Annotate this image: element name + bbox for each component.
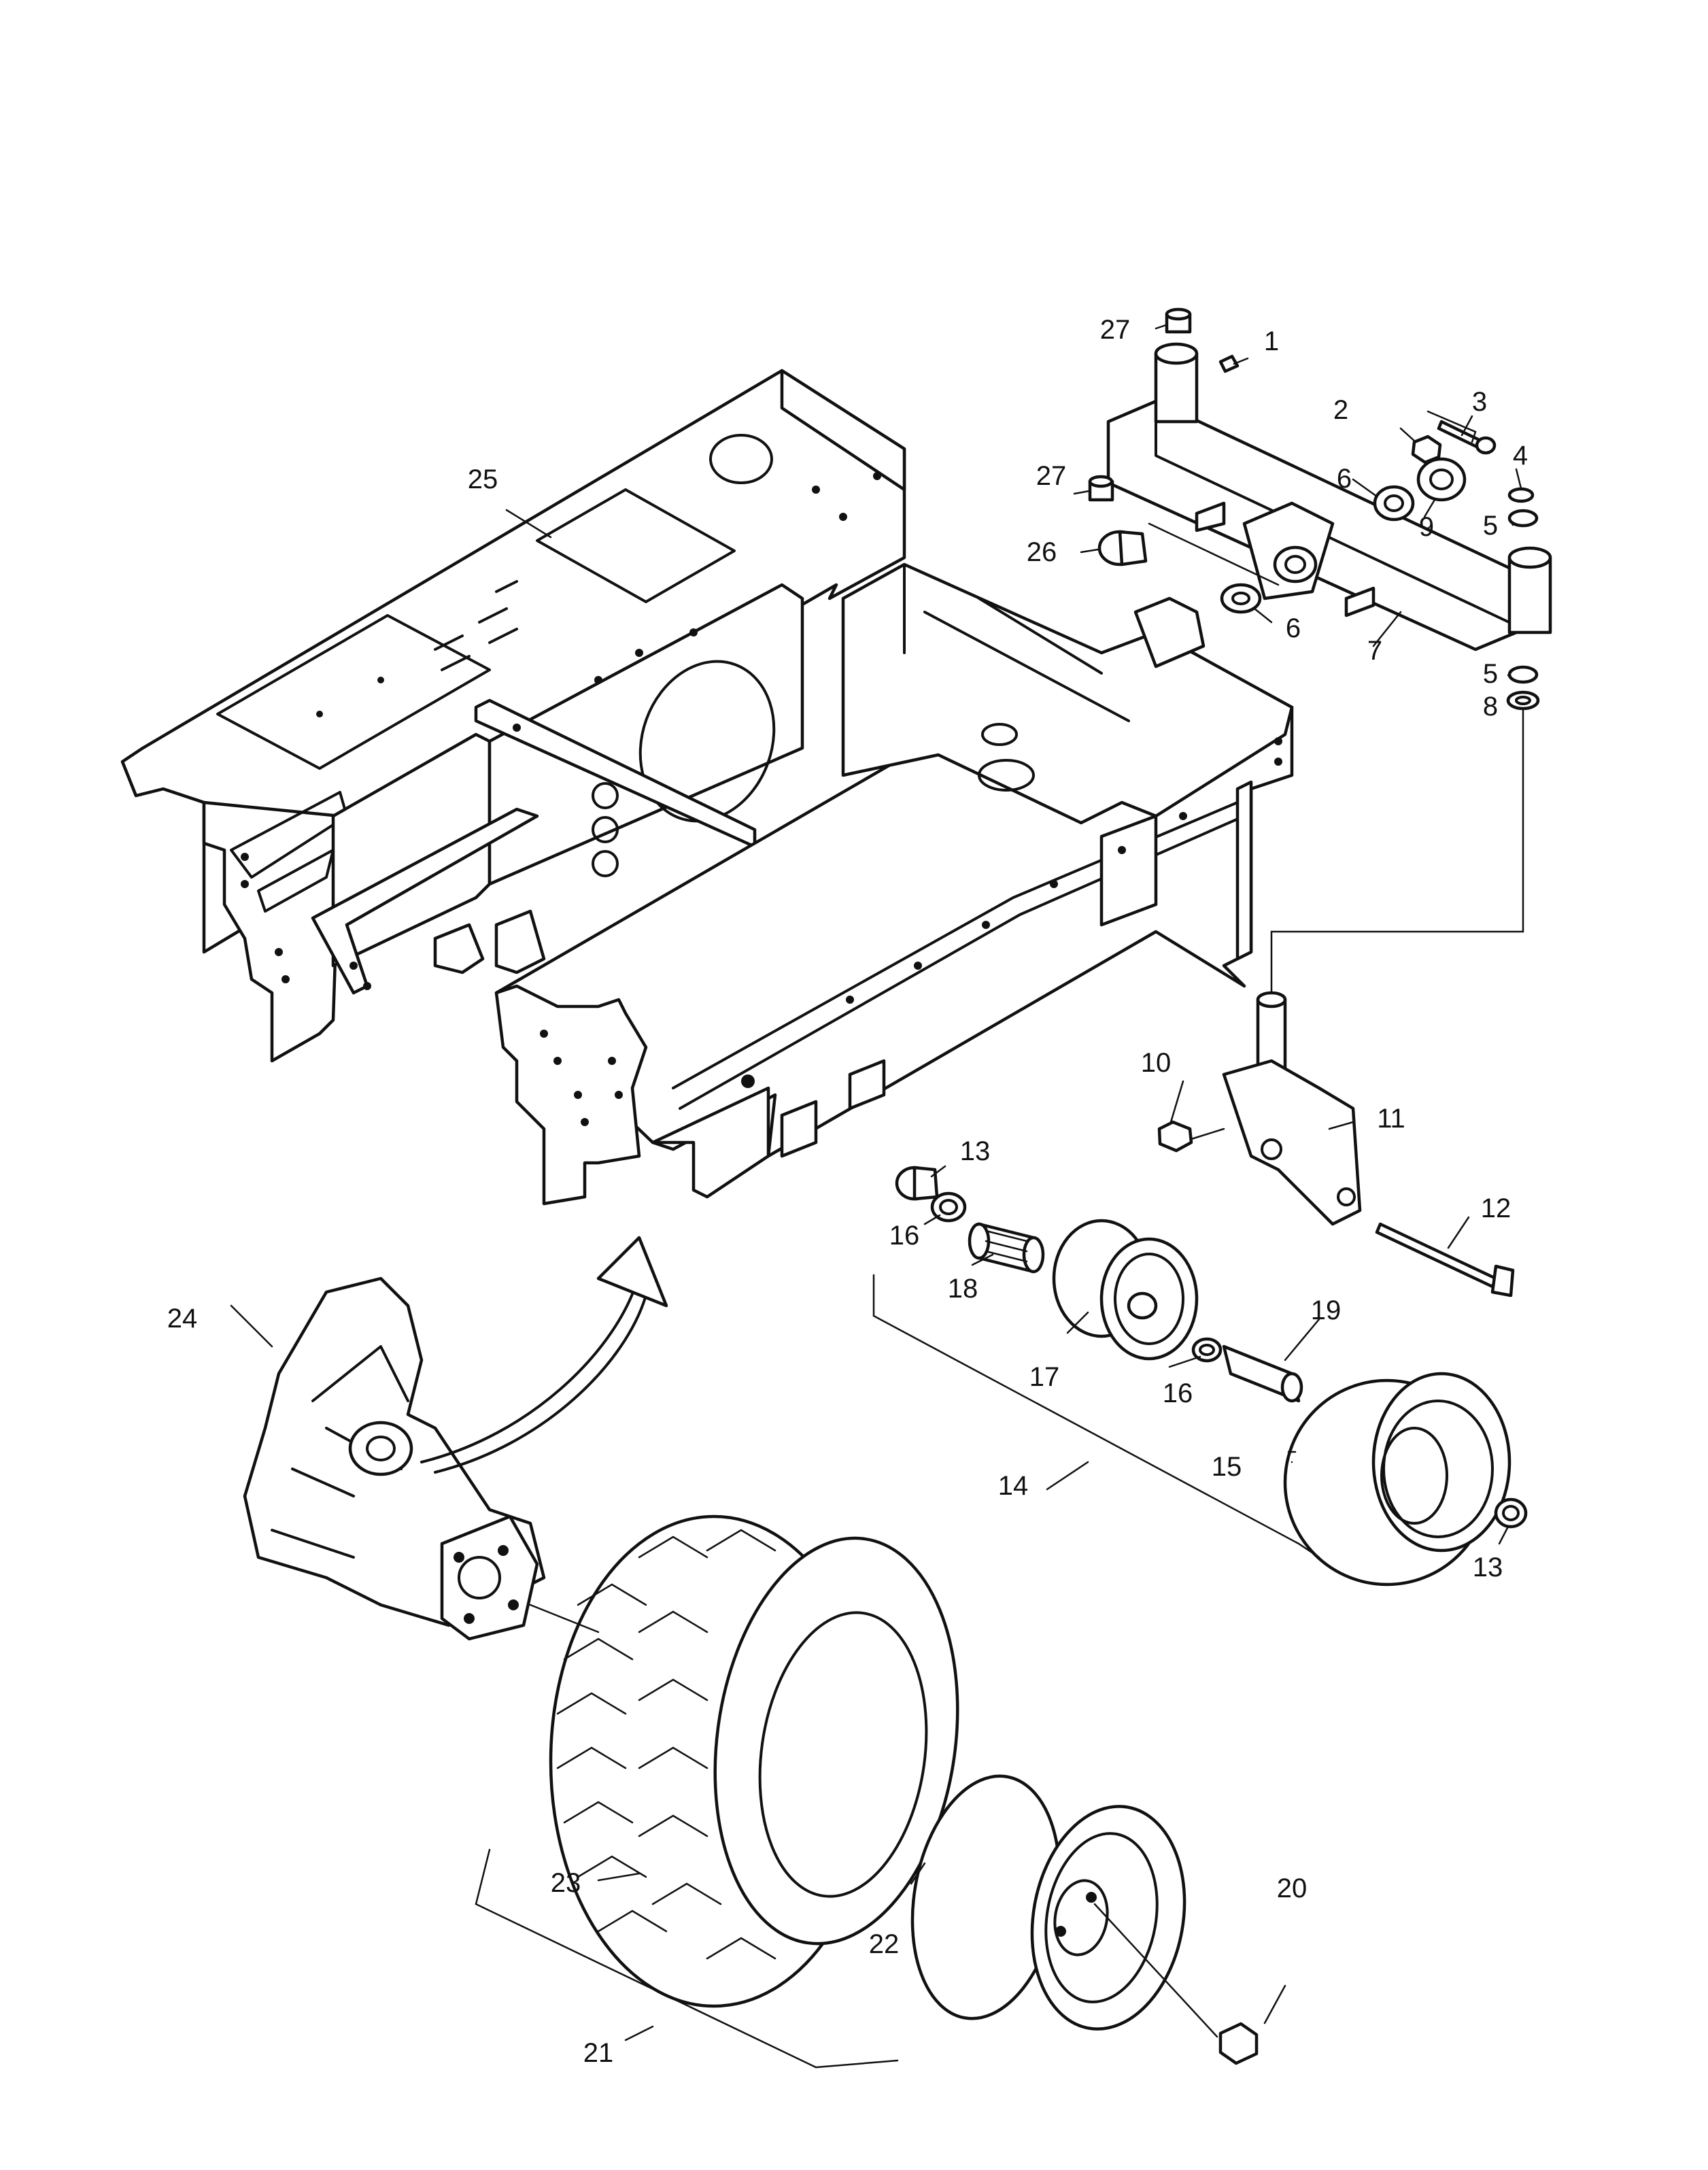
callout-20: 20 <box>1277 1874 1308 1903</box>
callout-15: 15 <box>1212 1452 1242 1482</box>
callout-6-top: 6 <box>1337 464 1352 494</box>
callout-17: 17 <box>1029 1362 1060 1392</box>
callout-27-mid: 27 <box>1036 461 1067 491</box>
callout-2: 2 <box>1333 395 1348 425</box>
callout-12: 12 <box>1481 1193 1511 1223</box>
callout-10: 10 <box>1141 1048 1172 1078</box>
callout-7: 7 <box>1367 636 1382 666</box>
transaxle <box>243 1276 546 1641</box>
callout-27-top: 27 <box>1100 315 1131 345</box>
callout-3: 3 <box>1472 387 1487 417</box>
main-frame <box>120 369 1294 1206</box>
callout-22: 22 <box>869 1929 900 1959</box>
front-axle <box>1106 342 1552 651</box>
callout-4: 4 <box>1513 441 1528 471</box>
callout-25: 25 <box>468 464 498 494</box>
front-wheel-assembly <box>872 1166 1528 1587</box>
callout-13-top: 13 <box>960 1136 991 1166</box>
callout-5-top: 5 <box>1483 511 1498 541</box>
callout-9: 9 <box>1419 512 1434 542</box>
callout-19: 19 <box>1311 1295 1342 1325</box>
rear-wheel-assembly <box>475 1514 1259 2069</box>
callout-18: 18 <box>948 1274 978 1304</box>
callout-8: 8 <box>1483 692 1498 722</box>
callout-26: 26 <box>1027 537 1057 567</box>
callout-6-mid: 6 <box>1286 613 1301 643</box>
callout-14: 14 <box>998 1471 1029 1501</box>
callout-5-bottom: 5 <box>1483 659 1498 689</box>
callout-13-bottom: 13 <box>1473 1553 1503 1582</box>
callout-1: 1 <box>1264 326 1279 356</box>
spindle <box>1157 991 1515 1298</box>
callout-16-bottom: 16 <box>1163 1378 1193 1408</box>
callout-23: 23 <box>551 1868 581 1898</box>
reference-arrow <box>420 1236 668 1474</box>
callout-11: 11 <box>1377 1104 1405 1134</box>
callout-24: 24 <box>167 1304 198 1334</box>
callout-labels: 27 1 2 3 4 6 27 9 5 25 26 6 7 5 8 10 11 … <box>167 315 1528 2068</box>
callout-16-top: 16 <box>889 1221 920 1251</box>
callout-21: 21 <box>583 2038 614 2068</box>
axle-hardware <box>1088 307 1540 1001</box>
leader-lines <box>230 324 1522 2041</box>
